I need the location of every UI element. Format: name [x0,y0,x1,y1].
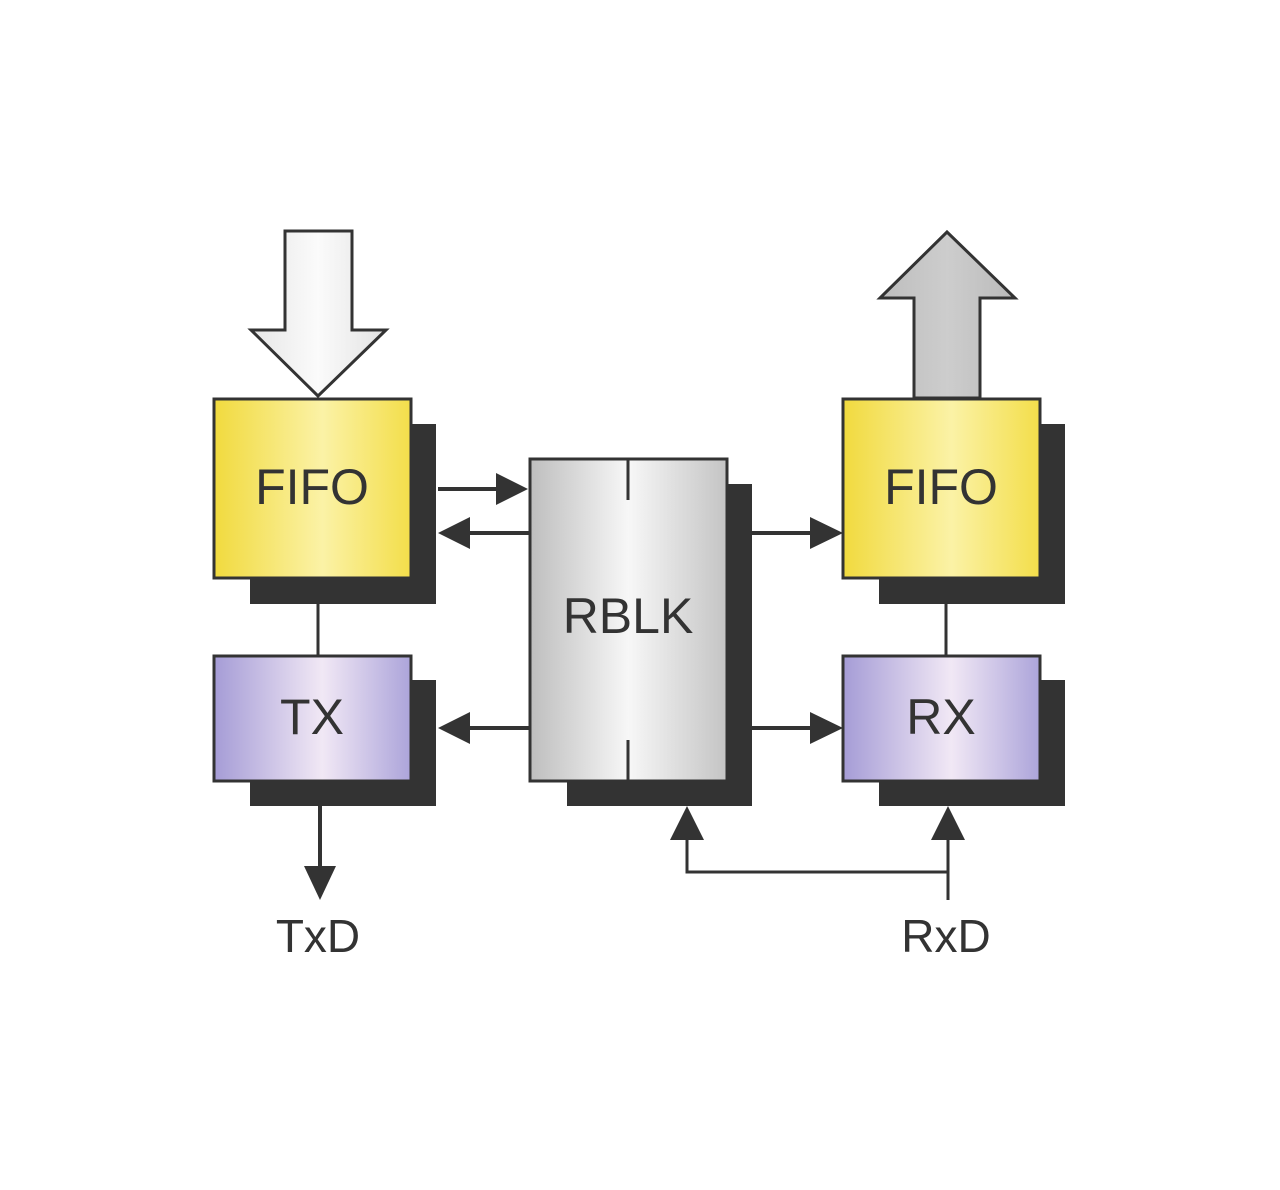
tx-block: TX [212,654,436,806]
fifo-to-rblk-arrow [438,473,528,505]
rblk-to-fifo-arrow [438,517,530,549]
tx-to-txd-arrow [304,806,336,900]
tx-box [212,654,413,783]
rx-fifo-box [841,397,1042,580]
rblk-to-rx-arrow [752,712,843,744]
tx-fifo-box [212,397,413,580]
rx-fifo-label: FIFO [884,459,998,515]
rblk-block: RBLK [528,457,752,806]
data-out-arrow [876,229,1019,400]
rxd-to-rblk-arrowhead [670,806,704,840]
tx-fifo-label: FIFO [255,459,369,515]
rblk-to-rx-fifo-arrow [752,517,843,549]
rxd-input-lines [670,806,965,900]
rx-label: RX [906,689,975,745]
rxd-to-rx-arrowhead [931,806,965,840]
txd-label: TxD [276,910,360,962]
rblk-box [528,457,729,783]
rblk-to-tx-arrow [438,712,530,744]
rblk-label: RBLK [563,588,694,644]
rx-box [841,654,1042,783]
tx-fifo-block: FIFO [212,397,436,604]
tx-label: TX [280,689,344,745]
data-in-arrow [247,229,390,399]
rx-fifo-block: FIFO [841,397,1065,604]
rxd-label: RxD [901,910,990,962]
rx-block: RX [841,654,1065,806]
